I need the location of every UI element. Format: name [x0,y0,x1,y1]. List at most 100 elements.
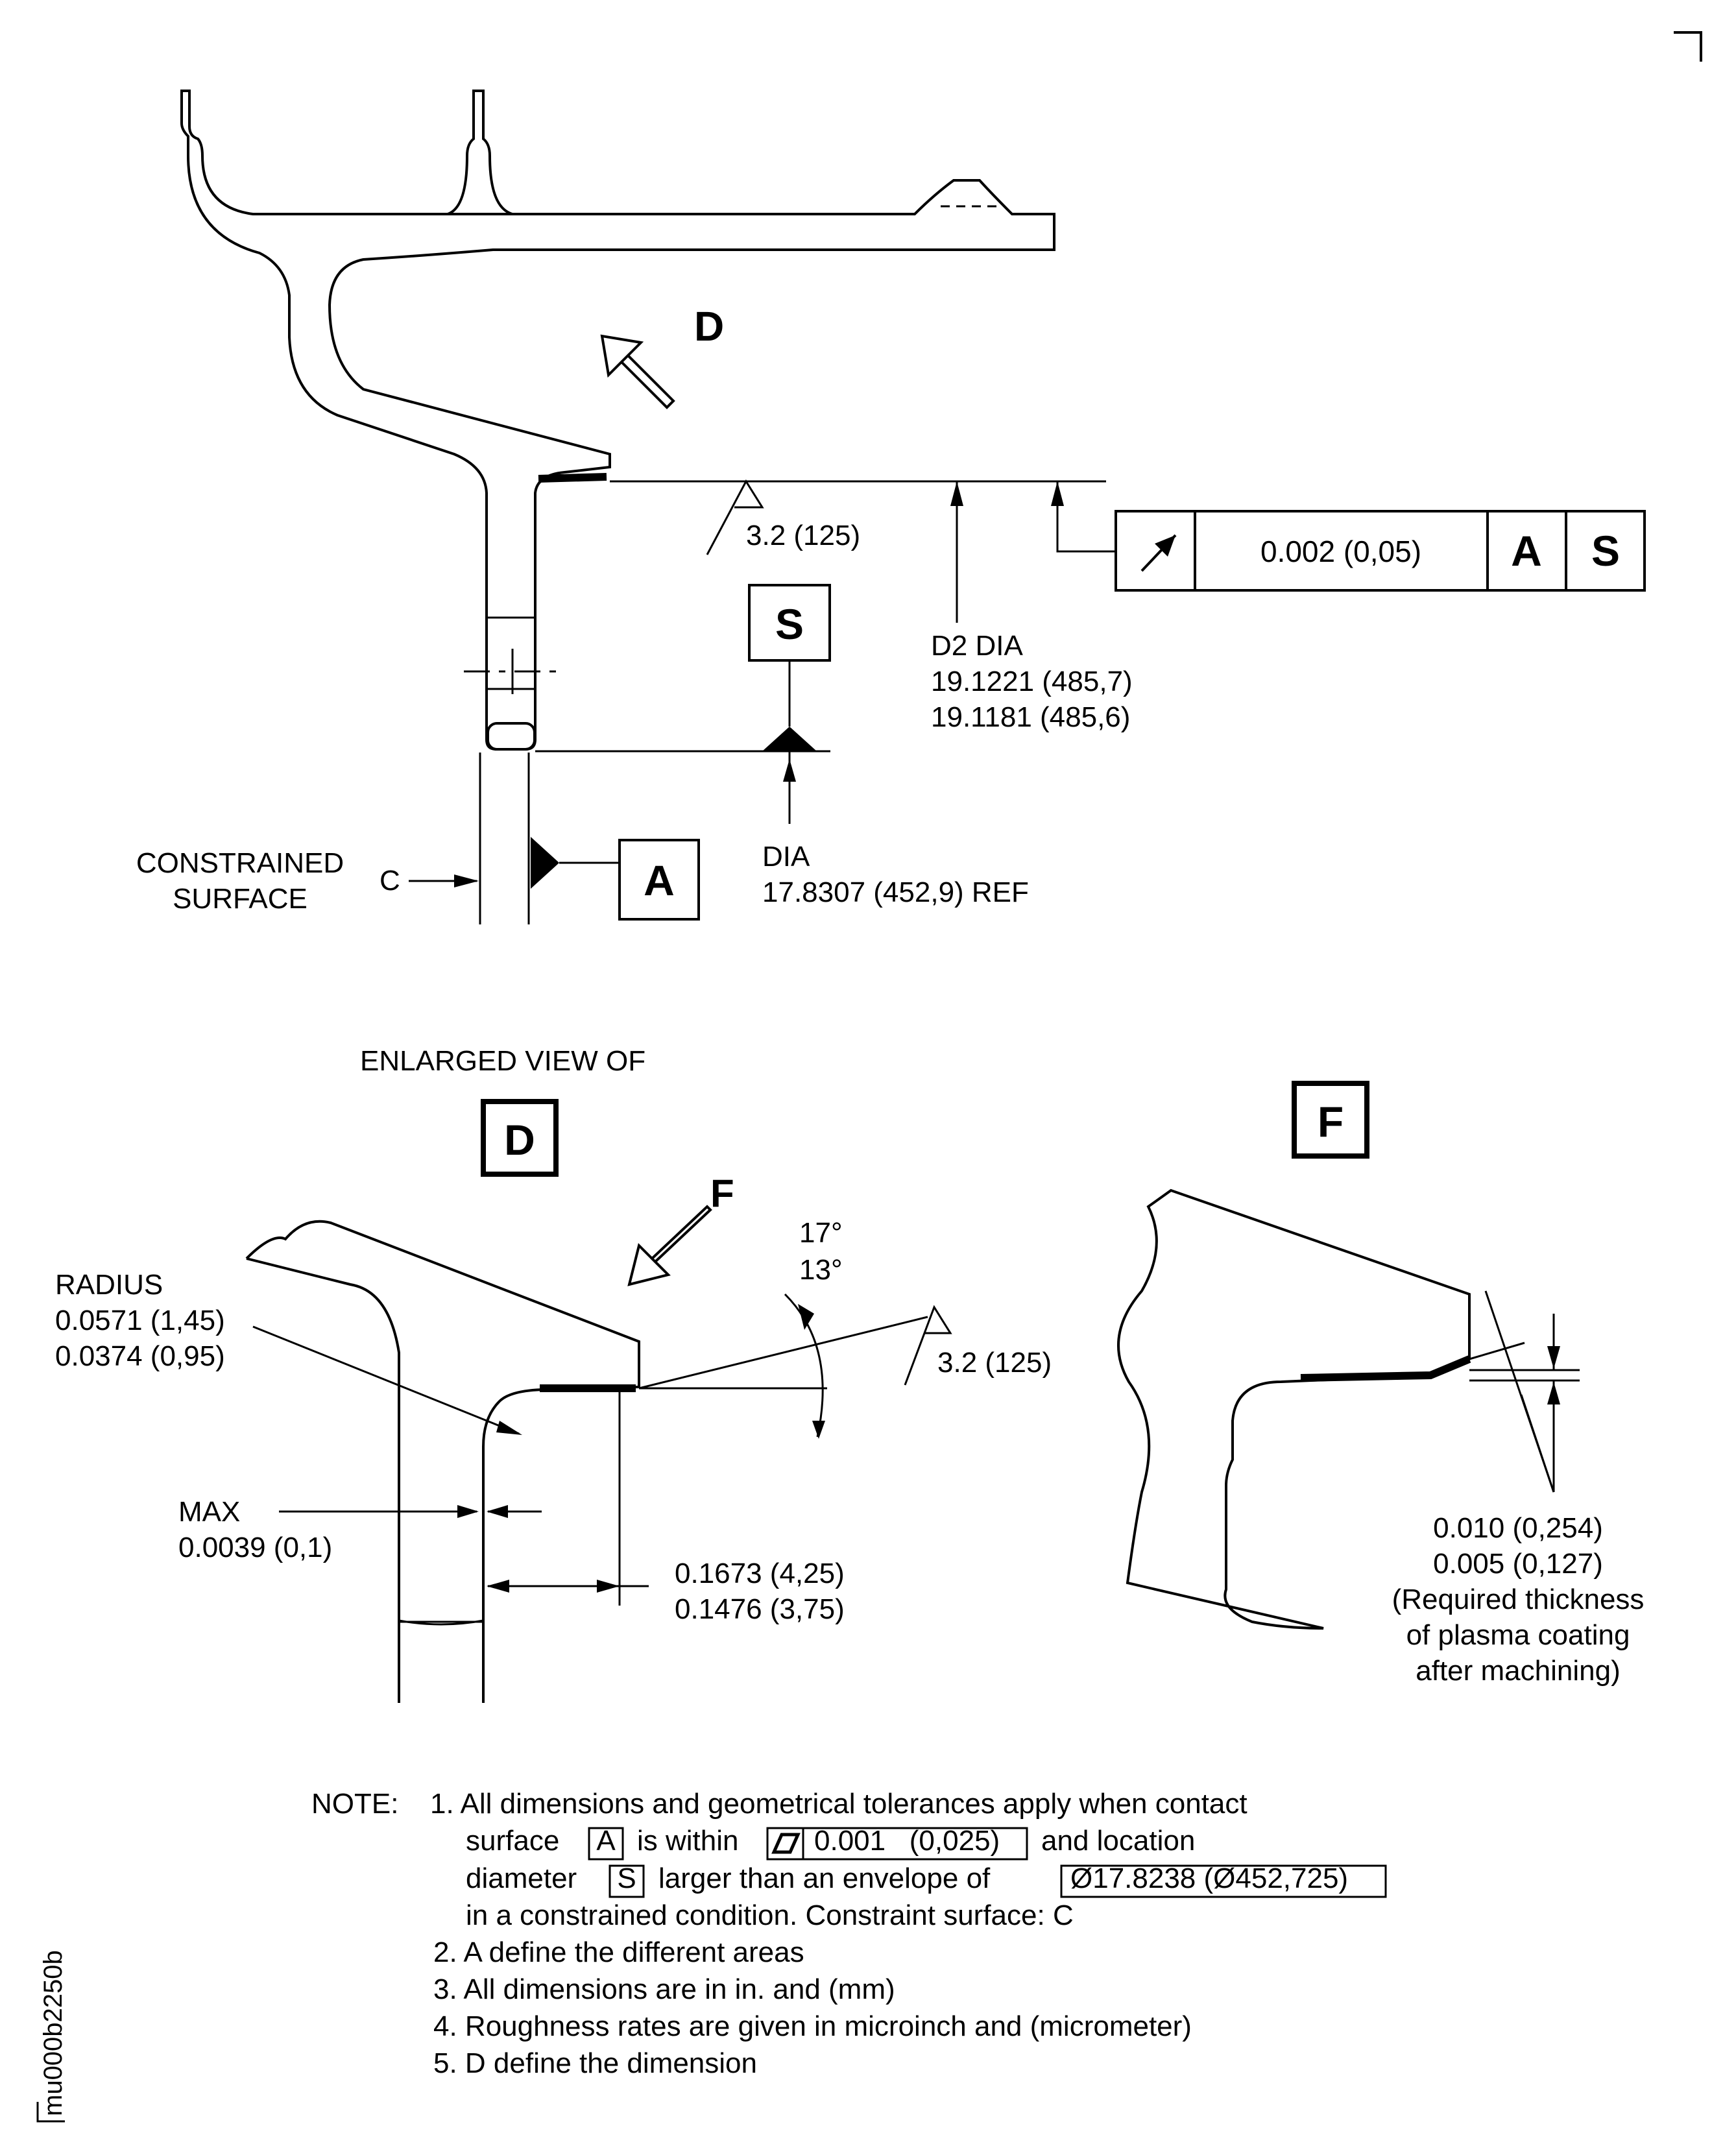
note-1c-box2: Ø17.8238 (Ø452,725) [1070,1862,1348,1894]
view-d-letter: D [504,1116,535,1164]
enlarged-heading: ENLARGED VIEW OF [360,1045,645,1077]
d2-label: D2 DIA [931,630,1023,662]
d2-max: 19.1221 (485,7) [931,666,1133,697]
part-end-curve [398,1619,484,1626]
thickness-max: 0.010 (0,254) [1433,1512,1603,1544]
coating-f [1300,1355,1471,1382]
note-5: 5. D define the dimension [433,2047,757,2079]
note-box-flatness [766,1827,1028,1861]
radius-min: 0.0374 (0,95) [55,1340,225,1372]
arrow-head [783,759,796,782]
note-1b-box1: A [596,1825,616,1857]
arrow-head [798,1304,814,1330]
arrow-head [1051,481,1064,506]
view-label-d: D [694,303,724,350]
view-arrow-d-icon [600,334,675,409]
note-2: 2. A define the different areas [433,1936,804,1968]
arrow-head [597,1580,620,1593]
arrow-head [487,1580,509,1593]
figure-id: mu000b2250b [39,1950,67,2116]
corner-mark [1674,31,1702,62]
radius-max: 0.0571 (1,45) [55,1305,225,1336]
view-d-box [481,1099,559,1177]
dia-label: DIA [762,841,810,873]
note-1b-box2: 0.001 (0,025) [814,1825,1000,1857]
top-view: 3.2 (125) D2 DIA 19.1221 (485,7) 19.1181… [136,90,1646,924]
thickness-note2: of plasma coating [1406,1619,1630,1651]
part-outline-d [245,1220,640,1703]
note-4: 4. Roughness rates are given in microinc… [433,2010,1192,2042]
note-box-envelope [1060,1864,1387,1898]
feature-control-frame: 0.002 (0,05) A S [1115,510,1646,592]
view-f-box [1292,1081,1369,1159]
radius-leader [252,1325,520,1435]
datum-a-box [618,839,700,921]
length-min: 0.1476 (3,75) [675,1593,845,1625]
datum-s-triangle [762,727,817,751]
runout-arrow-icon [1155,535,1175,557]
arrow-head [1547,1382,1560,1404]
d2-min: 19.1181 (485,6) [931,701,1130,733]
dia-value: 17.8307 (452,9) REF [762,876,1029,908]
constrained-line2: SURFACE [173,883,307,915]
note-1a: 1. All dimensions and geometrical tolera… [430,1788,1248,1820]
constrained-line1: CONSTRAINED [136,847,344,879]
surface-finish-icon-d [904,1305,952,1386]
coating-top [538,473,607,483]
radius-label: RADIUS [55,1269,163,1301]
max-label: MAX [178,1496,240,1528]
part-outline-top [180,90,1055,751]
part-outline-f [1117,1188,1471,1630]
fcf-datum-s: S [1591,527,1620,575]
flatness-icon [771,1833,801,1854]
seal-rect [487,722,536,751]
arrow-head [812,1421,825,1439]
note-1d: in a constrained condition. Constraint s… [466,1899,1074,1931]
datum-s-label: S [775,600,804,648]
note-1b-post: and location [1041,1825,1195,1857]
arrow-head [487,1505,508,1518]
note-1c-pre: diameter [466,1862,577,1894]
view-label-f: F [710,1172,734,1215]
thickness-note1: (Required thickness [1392,1584,1645,1615]
thickness-lines [1469,1342,1580,1382]
angle-arc [784,1293,824,1438]
figure-id-mark [36,2102,65,2123]
arrow-head [1547,1346,1560,1369]
surface-finish-top: 3.2 (125) [746,520,860,551]
surface-finish-d: 3.2 (125) [937,1347,1052,1379]
arrow-head [457,1505,479,1518]
fcf-box [1115,510,1646,592]
arrow-head [496,1421,522,1435]
surface-finish-icon [706,479,764,555]
note-3: 3. All dimensions are in in. and (mm) [433,1973,895,2005]
view-f-letter: F [1318,1098,1344,1146]
thickness-leader-2 [1520,1394,1555,1493]
enlarged-view-d: ENLARGED VIEW OF D 3.2 (125) 17° 13° F R… [55,1045,1052,1703]
fcf-leader [1056,481,1116,553]
fcf-datum-a: A [1511,527,1542,575]
note-label: NOTE: [311,1788,398,1820]
view-f: F 0.010 (0,254) 0.005 (0,127) (Required … [1117,1081,1645,1687]
fcf-tolerance: 0.002 (0,05) [1260,535,1421,568]
note-box-a [588,1827,624,1861]
arrow-head [950,481,963,506]
surface-line [638,1316,928,1390]
view-arrow-f-icon [627,1205,712,1286]
part-fin [447,90,513,215]
max-value: 0.0039 (0,1) [178,1532,332,1563]
note-box-s [609,1864,645,1898]
angle-min: 13° [799,1254,843,1286]
length-max: 0.1673 (4,25) [675,1558,845,1589]
datum-a-label: A [644,856,675,904]
constrained-letter: C [380,865,400,897]
datum-a-triangle [531,837,559,889]
notes: NOTE: 1. All dimensions and geometrical … [311,1788,1387,2079]
note-1b-pre: surface [466,1825,559,1857]
thickness-min: 0.005 (0,127) [1433,1548,1603,1580]
arrow-head [454,874,479,887]
angle-max: 17° [799,1217,843,1249]
note-1c-box1: S [617,1862,636,1894]
thickness-note3: after machining) [1416,1655,1620,1687]
